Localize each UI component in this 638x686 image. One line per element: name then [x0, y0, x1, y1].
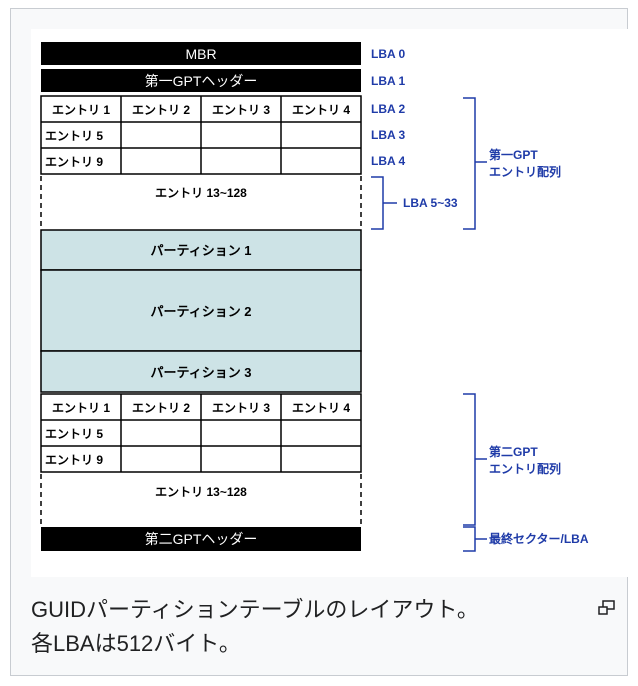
lba-3-label: LBA 3 [371, 128, 406, 142]
lba-range-bracket [371, 176, 397, 230]
primary-entries-rest-box [40, 176, 362, 229]
primary-entry-5: エントリ 5 [45, 129, 103, 143]
secondary-entry-9: エントリ 9 [45, 453, 103, 467]
primary-array-label-line2: エントリ配列 [489, 164, 561, 179]
primary-gpt-header-label: 第一GPTヘッダー [145, 73, 258, 89]
mbr-label: MBR [185, 46, 216, 62]
secondary-array-label-line2: エントリ配列 [489, 461, 561, 476]
lba-2-label: LBA 2 [371, 102, 406, 116]
gpt-layout-diagram: MBR 第一GPTヘッダー エントリ 1 エントリ 2 エントリ 3 エントリ … [31, 29, 629, 577]
figure-frame: MBR 第一GPTヘッダー エントリ 1 エントリ 2 エントリ 3 エントリ … [10, 8, 629, 676]
primary-entry-9: エントリ 9 [45, 155, 103, 169]
partition-2-label: パーティション 2 [150, 304, 251, 319]
gpt-diagram-svg: MBR 第一GPTヘッダー エントリ 1 エントリ 2 エントリ 3 エントリ … [40, 42, 589, 552]
magnify-clip-icon-svg [598, 600, 615, 615]
secondary-entry-1: エントリ 1 [52, 401, 110, 415]
secondary-entry-4: エントリ 4 [292, 401, 350, 415]
lba-0-label: LBA 0 [371, 47, 406, 61]
secondary-entries-rest-label: エントリ 13~128 [155, 485, 247, 499]
primary-entry-4: エントリ 4 [292, 103, 350, 117]
last-sector-bracket [463, 526, 487, 552]
secondary-array-label-line1: 第二GPT [489, 444, 538, 459]
secondary-entry-5: エントリ 5 [45, 427, 103, 441]
secondary-entry-3: エントリ 3 [212, 401, 270, 415]
caption-line-2: 各LBAは512バイト。 [31, 631, 241, 656]
primary-entry-1: エントリ 1 [52, 103, 110, 117]
lba-1-label: LBA 1 [371, 74, 406, 88]
primary-gpt-header-block [41, 69, 361, 92]
secondary-gpt-header-block [41, 527, 361, 551]
primary-entries-rest-label: エントリ 13~128 [155, 186, 247, 200]
partition-3-block [40, 350, 362, 393]
primary-array-label-line1: 第一GPT [489, 147, 538, 162]
secondary-entry-2: エントリ 2 [132, 401, 190, 415]
mbr-block [41, 42, 361, 65]
primary-entry-table [40, 95, 362, 175]
secondary-entry-table [40, 393, 362, 473]
partition-2-block [40, 269, 362, 352]
primary-entry-3: エントリ 3 [212, 103, 270, 117]
partition-3-label: パーティション 3 [150, 365, 251, 380]
primary-array-bracket [463, 97, 487, 230]
lba-range-label: LBA 5~33 [403, 196, 458, 210]
caption-line-1: GUIDパーティションテーブルのレイアウト。 [31, 597, 479, 622]
magnify-clip-icon[interactable] [596, 599, 618, 619]
secondary-gpt-header-label: 第二GPTヘッダー [145, 531, 258, 547]
last-sector-label: 最終セクター/LBA [489, 531, 589, 546]
partition-1-label: パーティション 1 [150, 243, 251, 258]
secondary-entries-rest-box [40, 474, 362, 525]
primary-entry-2: エントリ 2 [132, 103, 190, 117]
secondary-array-bracket [463, 393, 487, 526]
lba-4-label: LBA 4 [371, 154, 406, 168]
